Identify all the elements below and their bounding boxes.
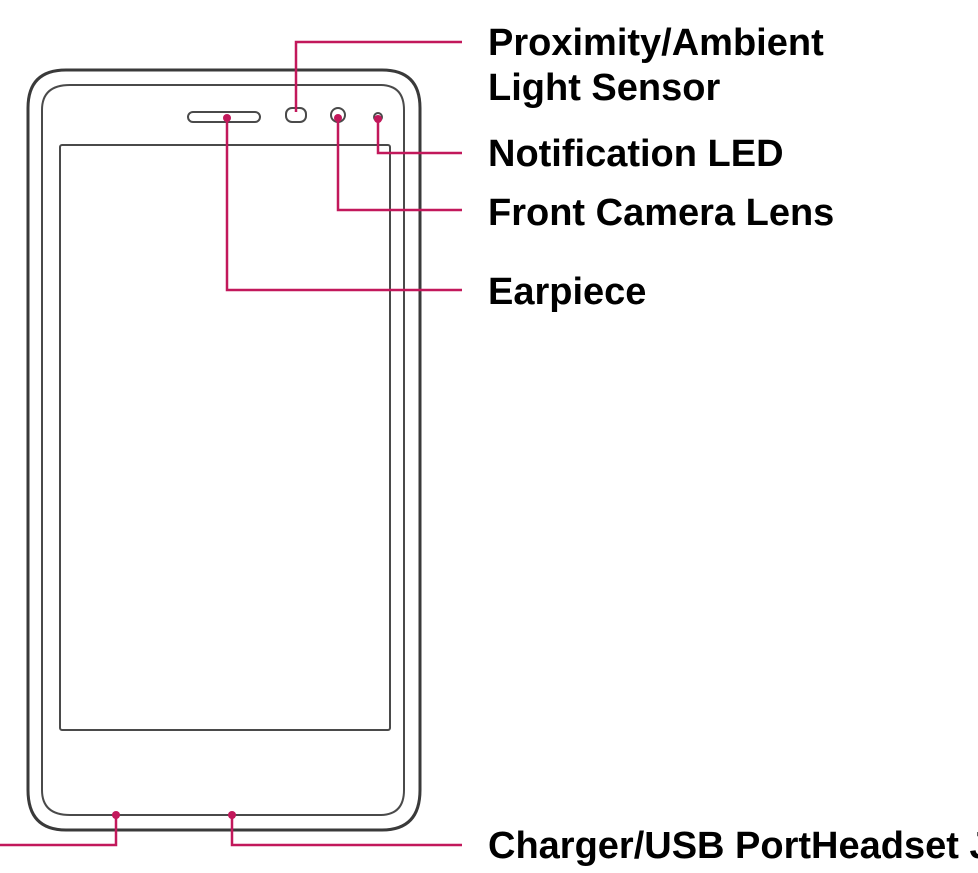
label-notification-led: Notification LED <box>488 133 784 175</box>
leader-front-camera <box>336 120 462 212</box>
label-earpiece: Earpiece <box>488 271 646 313</box>
dot-bottom-left <box>112 811 120 819</box>
phone-body <box>26 68 422 832</box>
dot-earpiece <box>223 114 231 122</box>
leader-bottom-right <box>230 817 462 847</box>
dot-notification-led <box>374 115 382 123</box>
label-bottom-right: Charger/USB PortHeadset Jack <box>488 825 978 867</box>
leader-notification-led <box>376 118 462 155</box>
leader-lines <box>0 40 462 847</box>
callout-labels: Proximity/Ambient Light Sensor Notificat… <box>488 22 978 867</box>
dot-bottom-right <box>228 811 236 819</box>
phone-inner-bezel <box>41 84 405 816</box>
leader-earpiece <box>225 120 462 292</box>
label-proximity-line1: Proximity/Ambient <box>488 22 824 64</box>
leader-proximity <box>294 40 462 112</box>
label-front-camera-lens: Front Camera Lens <box>488 192 834 234</box>
phone-screen <box>59 144 391 731</box>
label-proximity-line2: Light Sensor <box>488 67 720 109</box>
leader-dots <box>112 114 382 819</box>
phone-outer-shell <box>26 68 422 832</box>
dot-front-camera <box>334 114 342 122</box>
earpiece-grille <box>187 111 261 123</box>
leader-bottom-left <box>0 817 118 847</box>
